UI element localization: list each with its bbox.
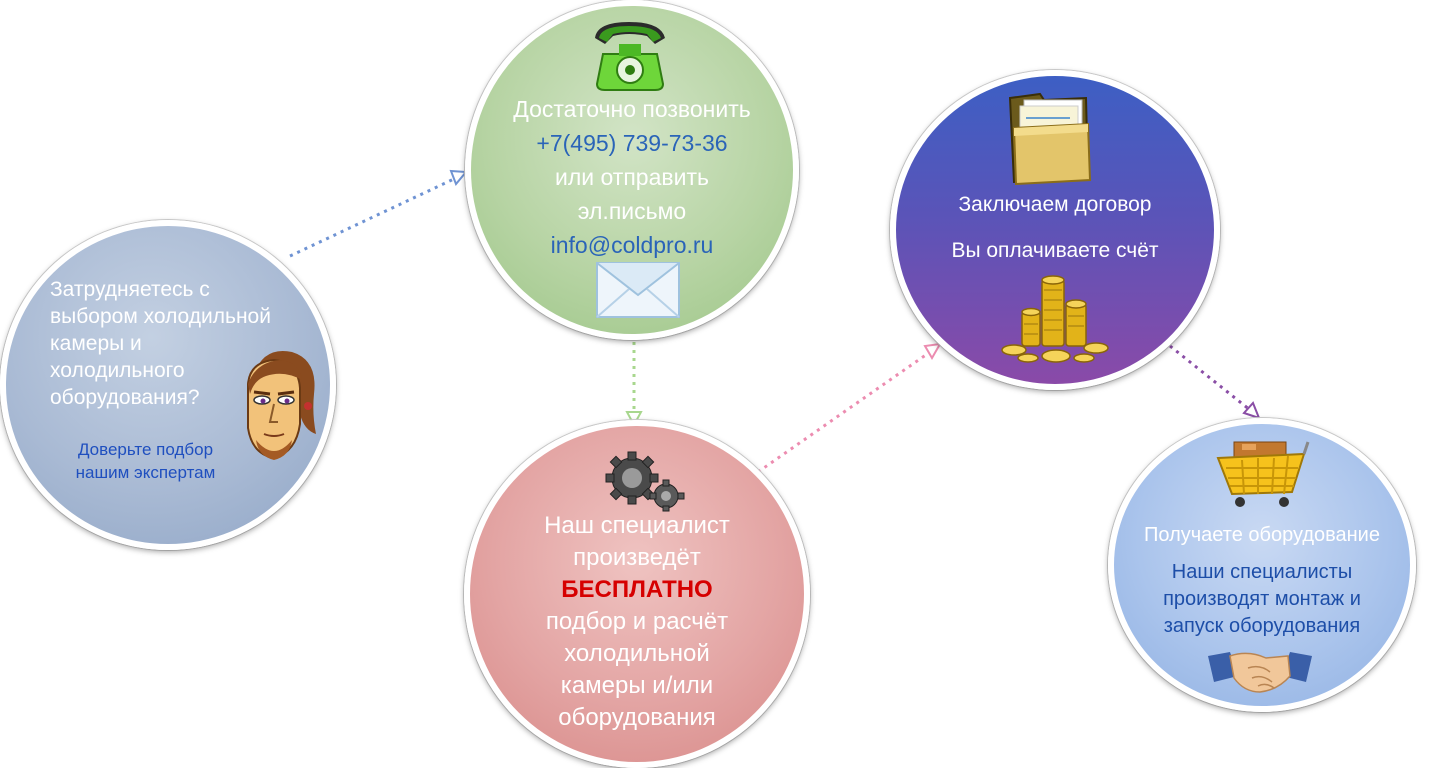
thinking-man-icon: [247, 350, 316, 460]
delivery-heading: Получаете оборудование: [1144, 524, 1380, 546]
gears-icon: [605, 451, 685, 512]
install-line: производят монтаж и: [1163, 588, 1361, 610]
arrow-step4-to-step5: [1169, 344, 1261, 420]
step2-text: Достаточно позвонить +7(495) 739-73-36 и…: [471, 92, 793, 262]
install-line: Наши специалисты: [1171, 561, 1353, 583]
step1-trust-line: нашим экспертам: [75, 463, 216, 482]
telephone-icon: [595, 22, 665, 91]
step3-text: Наш специалист произведёт БЕСПЛАТНО подб…: [470, 510, 804, 734]
free-label: БЕСПЛАТНО: [561, 576, 713, 603]
step2-circle: Достаточно позвонить +7(495) 739-73-36 и…: [465, 0, 799, 340]
step1-question-line: выбором холодильной: [50, 305, 271, 328]
step3-line: оборудования: [558, 704, 716, 731]
step1-trust-note: Доверьте подбор нашим экспертам: [58, 438, 233, 484]
step1-question-line: холодильного: [50, 359, 185, 382]
install-text: Наши специалисты производят монтаж и зап…: [1114, 559, 1410, 640]
payment-text: Вы оплачиваете счёт: [951, 239, 1159, 262]
arrow-step1-to-step2: [289, 169, 469, 258]
step2-line-or: или отправить: [555, 164, 709, 190]
step1-question-line: камеры и: [50, 332, 142, 355]
folder-icon: [1008, 92, 1092, 186]
shopping-basket-icon: [1216, 441, 1310, 507]
step1-question: Затрудняетесь с выбором холодильной каме…: [50, 276, 320, 411]
arrow-step3-to-step4: [757, 342, 942, 474]
step1-trust-line: Доверьте подбор: [77, 440, 214, 459]
handshake-icon: [1208, 652, 1312, 693]
step1-circle: Затрудняетесь с выбором холодильной каме…: [0, 220, 336, 550]
envelope-icon: [596, 262, 680, 318]
step1-question-line: Затрудняетесь с: [50, 278, 210, 301]
step5-circle: Получаете оборудование Наши специалисты …: [1108, 418, 1416, 712]
step1-question-line: оборудования?: [50, 386, 200, 409]
coins-icon: [1001, 275, 1109, 363]
step2-line-email-label: эл.письмо: [577, 198, 687, 224]
step3-circle: Наш специалист произведёт БЕСПЛАТНО подб…: [464, 420, 810, 768]
step3-line: подбор и расчёт: [545, 608, 729, 635]
email-link[interactable]: info@coldpro.ru: [550, 232, 714, 258]
step4-circle: Заключаем договор Вы оплачиваете счёт: [890, 70, 1220, 390]
install-line: запуск оборудования: [1163, 615, 1361, 637]
step2-line-call: Достаточно позвонить: [513, 96, 751, 122]
arrow-step2-to-step3: [625, 342, 643, 428]
contract-text: Заключаем договор: [958, 193, 1152, 216]
step3-line: холодильной: [564, 640, 710, 667]
step3-line: Наш специалист: [544, 512, 730, 539]
phone-number[interactable]: +7(495) 739-73-36: [536, 130, 728, 156]
step3-line: произведёт: [573, 544, 701, 571]
step3-line: камеры и/или: [560, 672, 714, 699]
